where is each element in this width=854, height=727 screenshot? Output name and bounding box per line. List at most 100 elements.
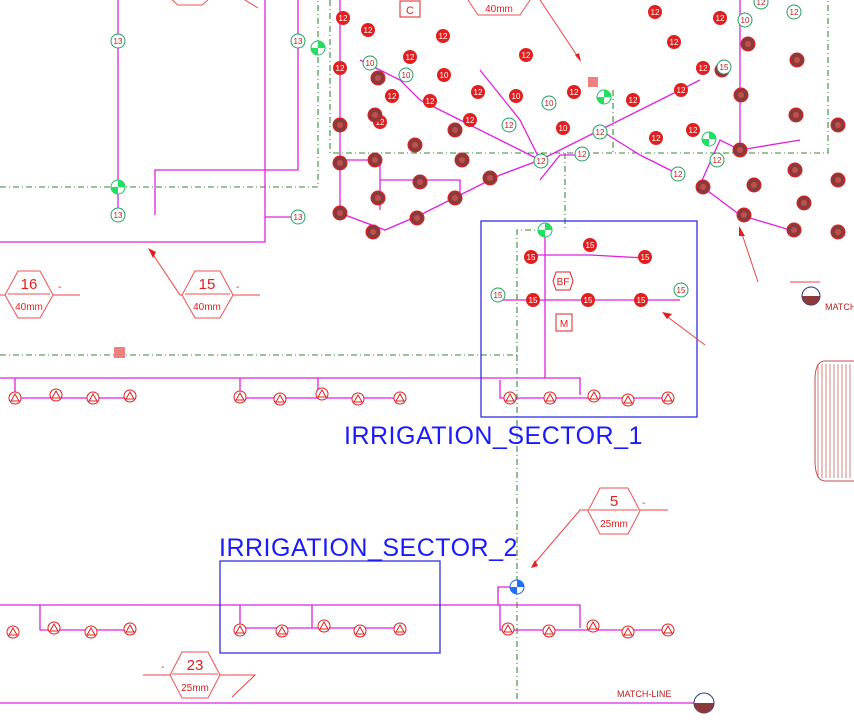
svg-text:12: 12 xyxy=(505,121,514,130)
svg-text:12: 12 xyxy=(426,97,435,106)
spray-head-brown xyxy=(454,152,470,168)
rotor-head xyxy=(315,387,329,401)
valve-icon xyxy=(537,222,553,238)
pipe-tag-top-partial xyxy=(171,0,209,6)
spray-head-small: 13 xyxy=(290,33,306,49)
spray-head-red: 12 xyxy=(336,11,350,25)
svg-text:25mm: 25mm xyxy=(600,519,628,530)
spray-head-brown xyxy=(332,155,348,171)
spray-head-brown xyxy=(787,162,803,178)
rotor-head xyxy=(8,391,22,405)
rotor-head xyxy=(501,622,515,636)
svg-text:12: 12 xyxy=(699,64,708,73)
sector-2-label: IRRIGATION_SECTOR_2 xyxy=(219,534,518,562)
svg-text:12: 12 xyxy=(578,150,587,159)
svg-text:25mm: 25mm xyxy=(181,683,209,694)
spray-head-brown xyxy=(332,117,348,133)
rotor-head xyxy=(587,389,601,403)
spray-head-small: 10 xyxy=(541,95,557,111)
sector-1-boundary xyxy=(480,220,698,418)
spray-head-red: 12 xyxy=(648,5,662,19)
controller-icon xyxy=(114,347,125,358)
boundary-lines xyxy=(0,0,829,700)
svg-text:12: 12 xyxy=(388,92,397,101)
rotor-head xyxy=(353,624,367,638)
match-line-marker-bottom: MATCH-LINE xyxy=(617,689,715,714)
svg-text:15: 15 xyxy=(529,296,538,305)
svg-text:-: - xyxy=(642,498,645,509)
svg-text:10: 10 xyxy=(545,99,554,108)
rotor-heads xyxy=(6,387,675,639)
svg-text:10: 10 xyxy=(512,92,521,101)
spray-head-brown xyxy=(447,122,463,138)
backflow-label: BF xyxy=(557,277,570,288)
svg-text:40mm: 40mm xyxy=(193,302,221,313)
svg-text:15: 15 xyxy=(677,286,686,295)
svg-text:16: 16 xyxy=(21,276,38,293)
valve-icon xyxy=(310,40,326,56)
svg-text:12: 12 xyxy=(629,96,638,105)
spray-head-small: 13 xyxy=(290,209,306,225)
backflow-preventer: BF xyxy=(552,271,574,291)
svg-text:-: - xyxy=(236,282,239,293)
svg-text:12: 12 xyxy=(466,116,475,125)
svg-text:13: 13 xyxy=(294,37,303,46)
svg-text:12: 12 xyxy=(674,170,683,179)
spray-head-red: 12 xyxy=(713,11,727,25)
spray-head-small: 12 xyxy=(786,4,802,20)
spray-head-brown xyxy=(740,36,756,52)
rotor-head xyxy=(621,625,635,639)
spray-head-brown xyxy=(746,177,762,193)
spray-head-brown xyxy=(796,195,812,211)
spray-head-small: 12 xyxy=(592,124,608,140)
spray-head-red: 12 xyxy=(696,61,710,75)
rotor-head xyxy=(47,621,61,635)
valve-icon xyxy=(701,131,717,147)
spray-head-brown xyxy=(733,87,749,103)
rotor-head xyxy=(233,390,247,404)
spray-head-small: 12 xyxy=(533,153,549,169)
svg-text:10: 10 xyxy=(440,71,449,80)
pipe-tag-23: 23 25mm - xyxy=(161,651,221,699)
svg-text:13: 13 xyxy=(114,211,123,220)
spray-head-brown xyxy=(789,52,805,68)
spray-head-brown xyxy=(830,172,846,188)
svg-text:12: 12 xyxy=(336,64,345,73)
spray-head-red: 10 xyxy=(556,121,570,135)
spray-head-red: 12 xyxy=(333,61,347,75)
spray-head-small: 15 xyxy=(716,59,732,75)
spray-head-brown xyxy=(830,224,846,240)
svg-text:12: 12 xyxy=(474,88,483,97)
spray-head-brown xyxy=(830,117,846,133)
meter-label: M xyxy=(560,319,568,330)
spray-head-brown xyxy=(370,70,386,86)
svg-text:15: 15 xyxy=(586,241,595,250)
spray-heads-brown xyxy=(332,36,846,240)
spray-head-small: 12 xyxy=(709,152,725,168)
svg-text:15: 15 xyxy=(199,276,216,293)
controller-icon xyxy=(588,77,598,87)
spray-head-small: 15 xyxy=(673,282,689,298)
svg-text:15: 15 xyxy=(720,63,729,72)
valve-icon-blue xyxy=(509,579,525,595)
meter-box: M xyxy=(555,313,573,332)
spray-head-red: 12 xyxy=(686,123,700,137)
svg-text:40mm: 40mm xyxy=(15,302,43,313)
spray-head-brown xyxy=(482,170,498,186)
spray-head-red: 12 xyxy=(674,83,688,97)
valve-icon xyxy=(596,89,612,105)
svg-text:12: 12 xyxy=(713,156,722,165)
svg-text:15: 15 xyxy=(584,296,593,305)
svg-text:10: 10 xyxy=(741,16,750,25)
svg-text:MATCH: MATCH xyxy=(825,302,854,312)
spray-head-red: 10 xyxy=(509,89,523,103)
svg-text:12: 12 xyxy=(339,14,348,23)
svg-text:12: 12 xyxy=(651,8,660,17)
spray-head-small: 10 xyxy=(398,67,414,83)
spray-head-brown xyxy=(736,207,752,223)
spray-head-small: 12 xyxy=(753,0,769,10)
spray-head-brown xyxy=(407,137,423,153)
spray-head-red: 12 xyxy=(471,85,485,99)
svg-text:23: 23 xyxy=(187,657,204,674)
spray-head-small: 15 xyxy=(490,287,506,303)
